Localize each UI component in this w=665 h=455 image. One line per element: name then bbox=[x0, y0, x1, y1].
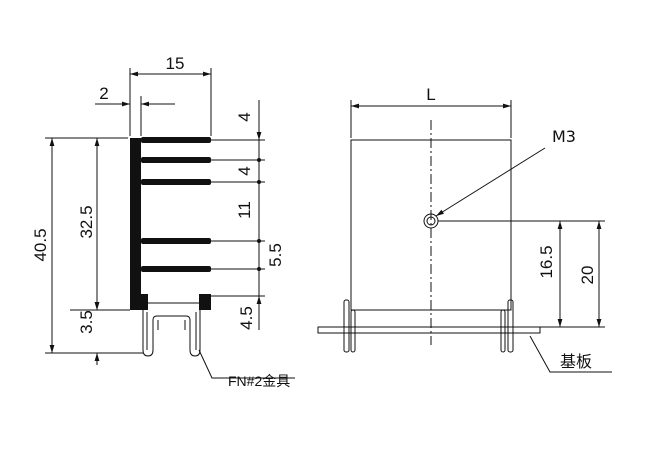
dim-length-label: L bbox=[426, 85, 435, 104]
board-label: 基板 bbox=[560, 352, 592, 371]
side-view: 15 2 40.5 32.5 3.5 4 4 bbox=[31, 54, 295, 389]
dim-base-label: 2 bbox=[99, 84, 108, 103]
dim-pitch-2-label: 4 bbox=[235, 166, 254, 175]
fin-2 bbox=[141, 157, 211, 163]
pin-right-inner bbox=[500, 309, 506, 353]
dim-bottom-label: 3.5 bbox=[77, 310, 96, 334]
m3-label: M3 bbox=[552, 127, 576, 146]
leader-bracket bbox=[198, 349, 295, 379]
dim-dot bbox=[257, 158, 261, 162]
dim-dot bbox=[257, 180, 261, 184]
fin-3 bbox=[141, 179, 211, 185]
bracket-top bbox=[140, 302, 206, 310]
fin-1 bbox=[141, 137, 211, 143]
dim-hole-height-label: 16.5 bbox=[537, 245, 556, 278]
dim-pitch-3-label: 11 bbox=[235, 201, 254, 219]
leader-board bbox=[529, 335, 612, 373]
foot-right bbox=[199, 294, 211, 310]
dim-fin-height-label: 32.5 bbox=[77, 205, 96, 238]
dim-total-height-label: 40.5 bbox=[31, 228, 50, 261]
dim-pitch-4-label: 5.5 bbox=[266, 243, 285, 267]
fin-4 bbox=[141, 238, 211, 244]
foot-left bbox=[130, 294, 148, 310]
dim-pitch-5-label: 4.5 bbox=[237, 306, 256, 330]
dim-overall-label: 20 bbox=[578, 266, 597, 285]
pcb-board bbox=[317, 326, 541, 334]
heatsink-base bbox=[130, 138, 141, 310]
pin-left-inner bbox=[350, 309, 356, 353]
dim-dot bbox=[257, 239, 261, 243]
leader-m3 bbox=[435, 147, 546, 217]
dim-width-label: 15 bbox=[166, 54, 185, 73]
dim-dot bbox=[257, 267, 261, 271]
bracket-label: FN#2金具 bbox=[228, 373, 290, 389]
m3-hole-inner bbox=[426, 216, 436, 226]
dim-pitch-top-label: 4 bbox=[235, 112, 254, 121]
front-view: L M3 16.5 20 基板 bbox=[317, 85, 612, 373]
fin-5 bbox=[141, 266, 211, 272]
pin-left-outer bbox=[343, 299, 350, 353]
bracket-pins bbox=[142, 310, 201, 357]
pin-right-outer bbox=[507, 299, 514, 353]
